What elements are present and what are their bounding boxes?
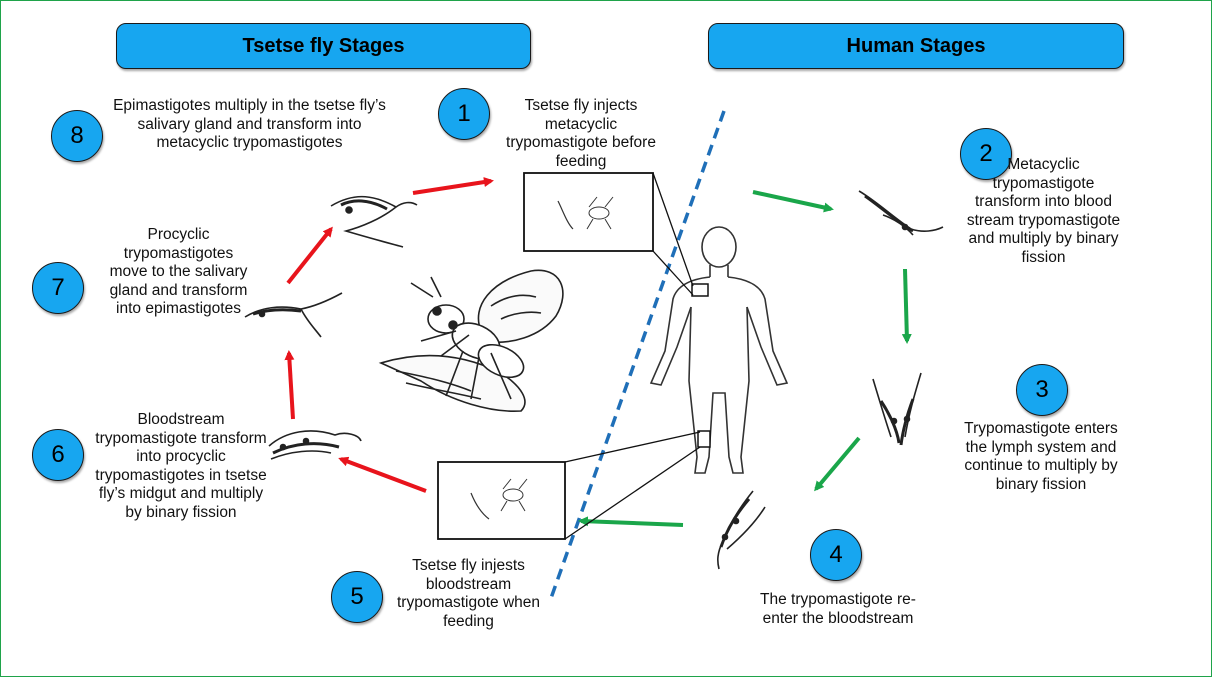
- stage-5-number: 5: [331, 571, 383, 623]
- bite-site-shoulder: [692, 284, 708, 296]
- tsetse-fly-illustration: [381, 270, 563, 411]
- stage-4-text: The trypomastigote re-enter the bloodstr…: [753, 591, 923, 628]
- parasite-stage-4: [718, 491, 765, 569]
- arrow-3-to-4: [816, 438, 859, 489]
- arrow-1-to-2: [753, 192, 831, 209]
- arrow-2-to-3: [905, 269, 907, 341]
- parasite-stage-3: [873, 373, 921, 445]
- parasite-stage-6: [269, 431, 361, 459]
- bite-site-leg: [698, 431, 710, 447]
- human-body-outline: [651, 227, 787, 473]
- parasite-stage-7: [245, 293, 342, 337]
- stage-1-text: Tsetse fly injects metacyclic trypomasti…: [506, 97, 656, 171]
- stage-5-text: Tsetse fly injests bloodstream trypomast…: [386, 557, 551, 631]
- parasite-stage-2: [859, 191, 943, 235]
- arrow-8-to-1: [413, 181, 491, 193]
- stage-7-number: 7: [32, 262, 84, 314]
- stage-7-text: Procyclic trypomastigotes move to the sa…: [106, 226, 251, 319]
- stage-2-text: Metacyclic trypomastigote transform into…: [961, 156, 1126, 267]
- stage-4-number: 4: [810, 529, 862, 581]
- arrow-4-to-5: [581, 521, 683, 525]
- stage-3-number: 3: [1016, 364, 1068, 416]
- callout-box-injection: [524, 173, 653, 251]
- stage-6-text: Bloodstream trypomastigote transform int…: [91, 411, 271, 522]
- arrow-6-to-7: [289, 353, 293, 419]
- stage-8-text: Epimastigotes multiply in the tsetse fly…: [107, 97, 392, 153]
- stage-8-number: 8: [51, 110, 103, 162]
- callout-box-feeding: [438, 462, 565, 539]
- arrow-5-to-6: [341, 459, 426, 491]
- arrow-7-to-8: [288, 229, 331, 283]
- stage-1-number: 1: [438, 88, 490, 140]
- stage-6-number: 6: [32, 429, 84, 481]
- parasite-stage-8: [331, 197, 417, 247]
- stage-3-text: Trypomastigote enters the lymph system a…: [961, 420, 1121, 494]
